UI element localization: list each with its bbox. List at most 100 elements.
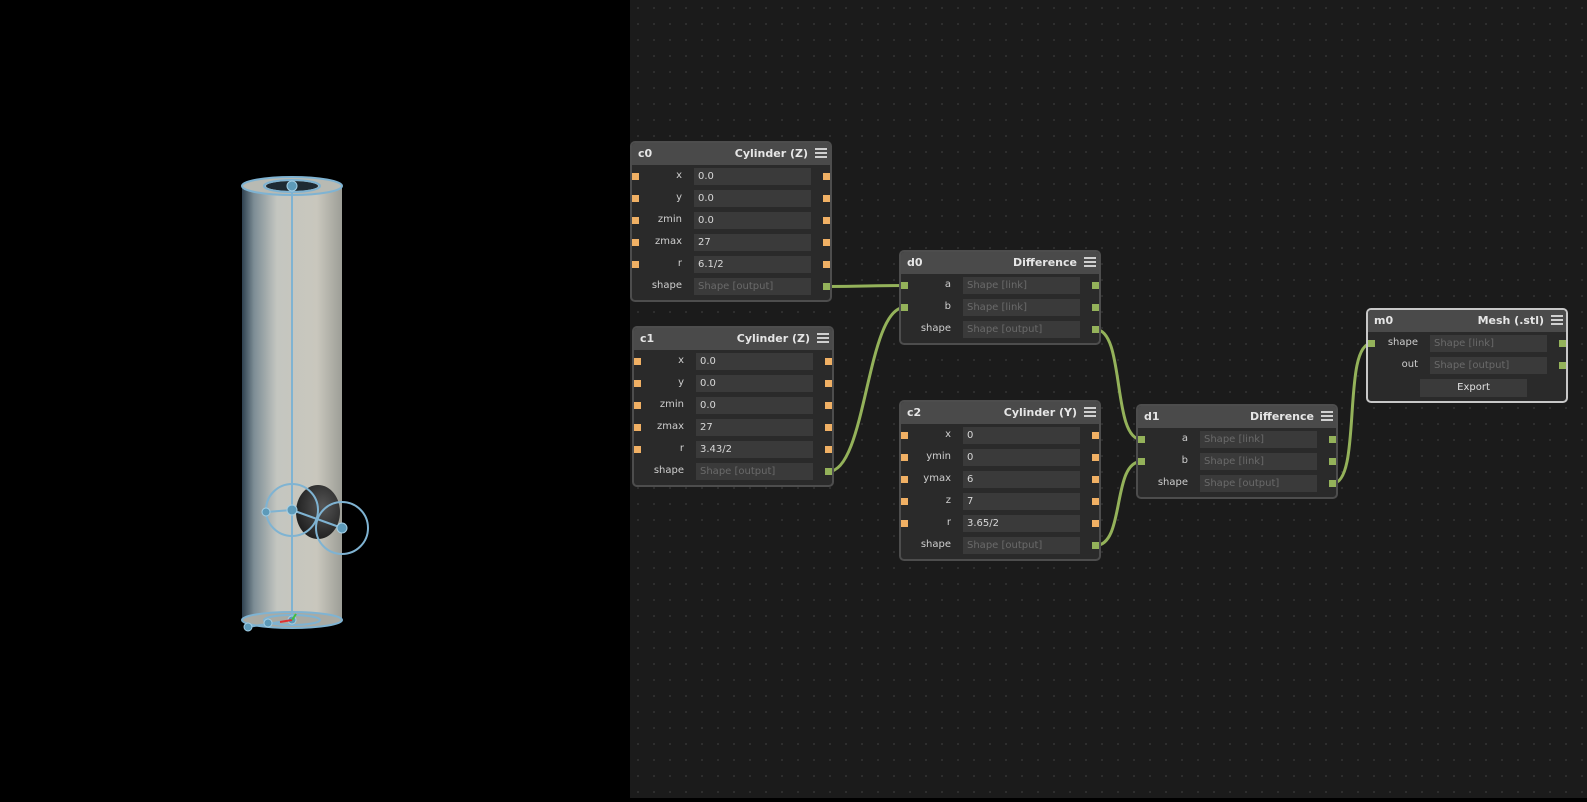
menu-icon[interactable] xyxy=(1084,257,1096,268)
output-port[interactable] xyxy=(825,446,832,453)
output-port[interactable] xyxy=(1329,480,1336,487)
output-port[interactable] xyxy=(825,358,832,365)
input-port[interactable] xyxy=(901,454,908,461)
menu-icon[interactable] xyxy=(1321,411,1333,422)
output-port[interactable] xyxy=(823,173,830,180)
link-wire[interactable] xyxy=(1095,328,1142,441)
menu-icon[interactable] xyxy=(1551,315,1563,326)
input-port[interactable] xyxy=(632,239,639,246)
output-port[interactable] xyxy=(1092,282,1099,289)
input-port[interactable] xyxy=(901,498,908,505)
shape-field[interactable]: Shape [link] xyxy=(1200,431,1317,448)
value-input[interactable]: 0.0 xyxy=(694,212,811,229)
shape-field[interactable]: Shape [output] xyxy=(694,278,811,295)
output-port[interactable] xyxy=(825,402,832,409)
link-wire[interactable] xyxy=(828,306,905,473)
export-button[interactable]: Export xyxy=(1420,379,1527,397)
input-port[interactable] xyxy=(901,304,908,311)
value-input[interactable]: 3.65/2 xyxy=(963,515,1080,532)
input-port[interactable] xyxy=(901,432,908,439)
output-port[interactable] xyxy=(823,217,830,224)
3d-viewport[interactable] xyxy=(0,0,630,798)
output-port[interactable] xyxy=(1092,520,1099,527)
output-port[interactable] xyxy=(823,195,830,202)
shape-field[interactable]: Shape [output] xyxy=(963,537,1080,554)
viewport-canvas[interactable] xyxy=(0,0,630,798)
value-input[interactable]: 6 xyxy=(963,471,1080,488)
node-header[interactable]: c1 Cylinder (Z) xyxy=(634,328,832,350)
shape-field[interactable]: Shape [link] xyxy=(963,299,1080,316)
shape-field[interactable]: Shape [link] xyxy=(1430,335,1547,352)
output-port[interactable] xyxy=(823,261,830,268)
output-port[interactable] xyxy=(825,380,832,387)
link-wire[interactable] xyxy=(1095,460,1142,547)
input-port[interactable] xyxy=(632,217,639,224)
shape-field[interactable]: Shape [output] xyxy=(963,321,1080,338)
shape-field[interactable]: Shape [output] xyxy=(1200,475,1317,492)
output-port[interactable] xyxy=(1092,454,1099,461)
value-input[interactable]: 3.43/2 xyxy=(696,441,813,458)
input-port[interactable] xyxy=(901,476,908,483)
input-port[interactable] xyxy=(1138,436,1145,443)
node-header[interactable]: c2 Cylinder (Y) xyxy=(901,402,1099,424)
output-port[interactable] xyxy=(825,468,832,475)
input-port[interactable] xyxy=(634,424,641,431)
output-port[interactable] xyxy=(825,424,832,431)
output-port[interactable] xyxy=(1092,476,1099,483)
value-input[interactable]: 0.0 xyxy=(696,397,813,414)
input-port[interactable] xyxy=(632,173,639,180)
node-header[interactable]: c0 Cylinder (Z) xyxy=(632,143,830,165)
output-port[interactable] xyxy=(1559,362,1566,369)
input-port[interactable] xyxy=(634,358,641,365)
node-header[interactable]: d1 Difference xyxy=(1138,406,1336,428)
input-port[interactable] xyxy=(634,446,641,453)
output-port[interactable] xyxy=(1092,542,1099,549)
node-header[interactable]: m0 Mesh (.stl) xyxy=(1368,310,1566,332)
input-port[interactable] xyxy=(901,520,908,527)
value-input[interactable]: 27 xyxy=(696,419,813,436)
shape-field[interactable]: Shape [link] xyxy=(963,277,1080,294)
value-input[interactable]: 0.0 xyxy=(696,375,813,392)
output-port[interactable] xyxy=(1092,304,1099,311)
node-header[interactable]: d0 Difference xyxy=(901,252,1099,274)
value-input[interactable]: 7 xyxy=(963,493,1080,510)
value-input[interactable]: 27 xyxy=(694,234,811,251)
value-input[interactable]: 0 xyxy=(963,449,1080,466)
input-port[interactable] xyxy=(1138,458,1145,465)
value-input[interactable]: 0.0 xyxy=(694,168,811,185)
value-input[interactable]: 6.1/2 xyxy=(694,256,811,273)
shape-field[interactable]: Shape [output] xyxy=(1430,357,1547,374)
output-port[interactable] xyxy=(1329,458,1336,465)
output-port[interactable] xyxy=(1329,436,1336,443)
input-port[interactable] xyxy=(1368,340,1375,347)
input-port[interactable] xyxy=(632,195,639,202)
handle-points[interactable] xyxy=(243,180,348,632)
shape-field[interactable]: Shape [output] xyxy=(696,463,813,480)
input-port[interactable] xyxy=(901,282,908,289)
menu-icon[interactable] xyxy=(815,148,827,159)
input-port[interactable] xyxy=(634,380,641,387)
input-port[interactable] xyxy=(634,402,641,409)
control-handles[interactable] xyxy=(241,176,369,629)
output-port[interactable] xyxy=(1092,498,1099,505)
value-input[interactable]: 0.0 xyxy=(694,190,811,207)
output-port[interactable] xyxy=(1559,340,1566,347)
output-port[interactable] xyxy=(1092,326,1099,333)
value-input[interactable]: 0 xyxy=(963,427,1080,444)
link-wire[interactable] xyxy=(826,284,905,288)
input-port[interactable] xyxy=(632,261,639,268)
menu-icon[interactable] xyxy=(817,333,829,344)
value-input[interactable]: 0.0 xyxy=(696,353,813,370)
shape-field[interactable]: Shape [link] xyxy=(1200,453,1317,470)
menu-icon[interactable] xyxy=(1084,407,1096,418)
output-port[interactable] xyxy=(823,283,830,290)
output-port[interactable] xyxy=(1092,432,1099,439)
output-port[interactable] xyxy=(823,239,830,246)
